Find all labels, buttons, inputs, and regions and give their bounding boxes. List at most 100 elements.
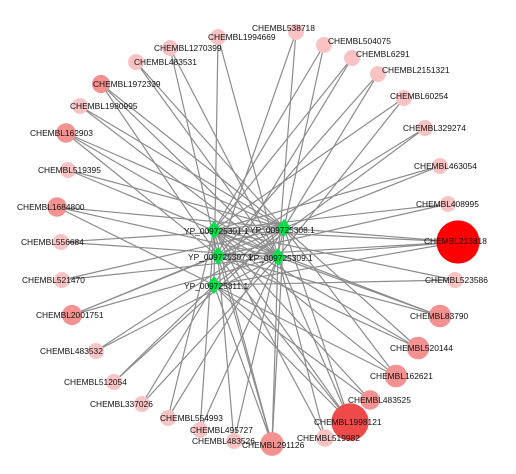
edge-c17-p3 — [217, 255, 273, 445]
compound-label: CHEMBL520144 — [390, 343, 453, 353]
compound-node-c14[interactable] — [360, 390, 380, 410]
edge-c33-p3 — [169, 47, 219, 257]
edge-c32-p4 — [135, 61, 279, 258]
edge-c24-p4 — [71, 256, 279, 316]
compound-label: CHEMBL162903 — [30, 128, 93, 138]
compound-node-c18[interactable] — [226, 433, 242, 449]
edge-c10-p5 — [213, 279, 456, 286]
protein-node-p1[interactable] — [206, 221, 222, 239]
compound-label: CHEMBL337026 — [90, 399, 153, 409]
edge-c22-p5 — [113, 284, 215, 383]
compound-node-c26[interactable] — [53, 234, 69, 250]
compound-label: CHEMBL1972339 — [93, 79, 161, 89]
edge-c34-p4 — [217, 36, 279, 258]
edge-c29-p4 — [65, 132, 279, 258]
edge-c30-p2 — [79, 105, 285, 229]
compound-nodes-layer — [47, 24, 480, 456]
compound-node-c1[interactable] — [288, 24, 304, 40]
compound-node-c27[interactable] — [47, 197, 67, 217]
edge-c17-p2 — [271, 227, 285, 445]
edge-c5-p4 — [277, 97, 405, 258]
compound-label: CHEMBL483525 — [348, 395, 411, 405]
protein-label: YP_009725311.1 — [184, 281, 248, 291]
compound-label: CHEMBL408995 — [416, 199, 479, 209]
edge-c2-p1 — [213, 44, 325, 231]
compound-node-c16[interactable] — [316, 429, 334, 447]
edge-c15-p4 — [277, 256, 351, 423]
compound-node-c28[interactable] — [60, 162, 76, 178]
compound-node-c15[interactable] — [331, 403, 369, 441]
compound-node-c22[interactable] — [106, 374, 122, 390]
protein-node-p2[interactable] — [276, 219, 292, 237]
edge-c25-p2 — [61, 227, 285, 281]
compound-node-c4[interactable] — [370, 66, 386, 82]
compound-node-c10[interactable] — [447, 272, 463, 288]
compound-label: CHEMBL521470 — [22, 275, 85, 285]
compound-label: CHEMBL504075 — [328, 36, 391, 46]
compound-node-c32[interactable] — [128, 54, 144, 70]
edge-c1-p4 — [277, 31, 297, 258]
edge-c14-p1 — [213, 229, 371, 401]
edge-c4-p3 — [217, 73, 379, 257]
compound-node-c11[interactable] — [428, 304, 452, 328]
protein-label: YP_009725307.1 — [188, 252, 253, 262]
compound-node-c6[interactable] — [417, 120, 433, 136]
compound-label: CHEMBL329274 — [403, 123, 466, 133]
edge-c15-p2 — [283, 227, 351, 423]
compound-label: CHEMBL1994669 — [208, 32, 276, 42]
protein-nodes-layer — [206, 219, 292, 294]
compound-node-c33[interactable] — [162, 40, 178, 56]
edge-c6-p3 — [217, 127, 426, 257]
compound-node-c21[interactable] — [134, 396, 150, 412]
protein-node-p5[interactable] — [206, 276, 222, 294]
compound-node-c9[interactable] — [436, 220, 480, 264]
edge-c20-p2 — [167, 227, 285, 419]
edge-c7-p2 — [283, 165, 441, 229]
edge-c12-p2 — [283, 227, 419, 349]
compound-label: CHEMBL60254 — [390, 91, 449, 101]
compound-node-c25[interactable] — [54, 272, 70, 288]
compound-label: CHEMBL463054 — [414, 161, 477, 171]
protein-node-p3[interactable] — [210, 247, 226, 265]
edge-c9-p5 — [213, 241, 459, 286]
edge-c9-p4 — [277, 241, 459, 258]
edge-c27-p5 — [56, 206, 215, 286]
compound-node-c19[interactable] — [192, 422, 208, 438]
edge-c29-p2 — [65, 132, 285, 229]
compound-node-c31[interactable] — [91, 74, 111, 94]
compound-node-c24[interactable] — [61, 304, 83, 326]
compound-node-c3[interactable] — [344, 50, 360, 66]
protein-node-p4[interactable] — [270, 248, 286, 266]
compound-node-c8[interactable] — [440, 196, 456, 212]
edge-c25-p4 — [61, 256, 279, 281]
edge-c23-p2 — [95, 227, 285, 352]
edge-c28-p4 — [67, 169, 279, 258]
compound-node-c29[interactable] — [56, 123, 76, 143]
edge-c14-p5 — [213, 284, 371, 401]
edge-c32-p2 — [135, 61, 285, 229]
compound-node-c2[interactable] — [316, 37, 332, 53]
edge-c26-p4 — [60, 241, 279, 258]
compound-node-c5[interactable] — [396, 90, 412, 106]
edge-c31-p4 — [100, 83, 279, 258]
edge-c21-p5 — [141, 284, 215, 405]
compound-label: CHEMBL519395 — [38, 165, 101, 175]
compound-node-c30[interactable] — [72, 98, 88, 114]
compound-label: CHEMBL291126 — [242, 440, 305, 450]
compound-label: CHEMBL1270399 — [154, 43, 222, 53]
compound-node-c20[interactable] — [160, 410, 176, 426]
edge-c13-p2 — [283, 227, 397, 377]
compound-label: CHEMBL2151321 — [382, 65, 450, 75]
edge-c9-p2 — [283, 227, 459, 243]
compound-node-c34[interactable] — [210, 29, 226, 45]
edge-c22-p2 — [113, 227, 285, 383]
compound-node-c17[interactable] — [260, 432, 284, 456]
compound-node-c12[interactable] — [406, 336, 430, 360]
compound-label: CHEMBL483531 — [134, 57, 197, 67]
compound-node-c23[interactable] — [88, 343, 104, 359]
edge-c23-p4 — [95, 256, 279, 352]
compound-node-c13[interactable] — [384, 364, 408, 388]
compound-node-c7[interactable] — [432, 158, 448, 174]
edges-layer — [56, 31, 459, 445]
compound-label: CHEMBL512054 — [64, 377, 127, 387]
